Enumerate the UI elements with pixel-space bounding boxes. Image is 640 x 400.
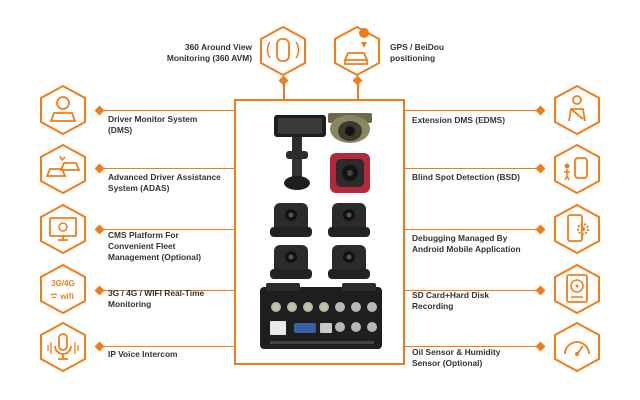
side-camera-2 — [328, 203, 370, 237]
svg-text:wifi: wifi — [59, 292, 73, 301]
seatbelt-driver-icon — [550, 83, 604, 137]
wifi-3g4g-icon: 3G/4G wifi — [36, 262, 90, 316]
connector-right-1 — [405, 110, 540, 111]
connector-top-left — [283, 80, 285, 99]
connector-right-4 — [405, 290, 540, 291]
connector-right-3 — [405, 229, 540, 230]
blind-spot-icon — [550, 142, 604, 196]
mdvr-recorder-icon — [260, 283, 382, 349]
connector-dot — [94, 163, 105, 174]
feature-label-dms: Driver Monitor System(DMS) — [108, 114, 198, 135]
connector-dot — [94, 224, 105, 235]
connector-right-5 — [405, 346, 540, 347]
side-camera-1 — [270, 203, 312, 237]
dome-camera-icon — [328, 113, 372, 143]
connector-left-2 — [100, 168, 234, 169]
side-camera-4 — [328, 245, 370, 279]
dashboard-monitor-icon — [274, 115, 326, 190]
mobile-gear-icon — [550, 202, 604, 256]
connector-dot — [94, 105, 105, 116]
connector-dot — [94, 285, 105, 296]
car-360-view-icon — [256, 24, 310, 78]
microphone-icon — [36, 320, 90, 374]
driver-monitor-icon — [36, 83, 90, 137]
connector-left-4 — [100, 290, 234, 291]
adas-cars-icon — [36, 142, 90, 196]
feature-label-edms: Extension DMS (EDMS) — [412, 115, 506, 125]
connector-left-5 — [100, 346, 234, 347]
monitor-platform-icon — [36, 202, 90, 256]
device-kit-panel — [234, 99, 405, 365]
driver-camera-icon — [330, 153, 370, 193]
feature-label-bsd: Blind Spot Detection (BSD) — [412, 172, 520, 182]
connector-right-2 — [405, 168, 540, 169]
connector-left-3 — [100, 229, 234, 230]
connector-top-right — [357, 80, 359, 99]
device-kit-illustration — [260, 113, 382, 349]
hard-disk-icon — [550, 262, 604, 316]
gauge-sensor-icon — [550, 320, 604, 374]
gps-car-icon — [330, 24, 384, 78]
connector-dot — [535, 105, 546, 116]
side-camera-3 — [270, 245, 312, 279]
svg-text:3G/4G: 3G/4G — [51, 279, 75, 288]
feature-label-intercom: IP Voice Intercom — [108, 349, 178, 359]
connector-dot — [94, 341, 105, 352]
connector-left-1 — [100, 110, 234, 111]
